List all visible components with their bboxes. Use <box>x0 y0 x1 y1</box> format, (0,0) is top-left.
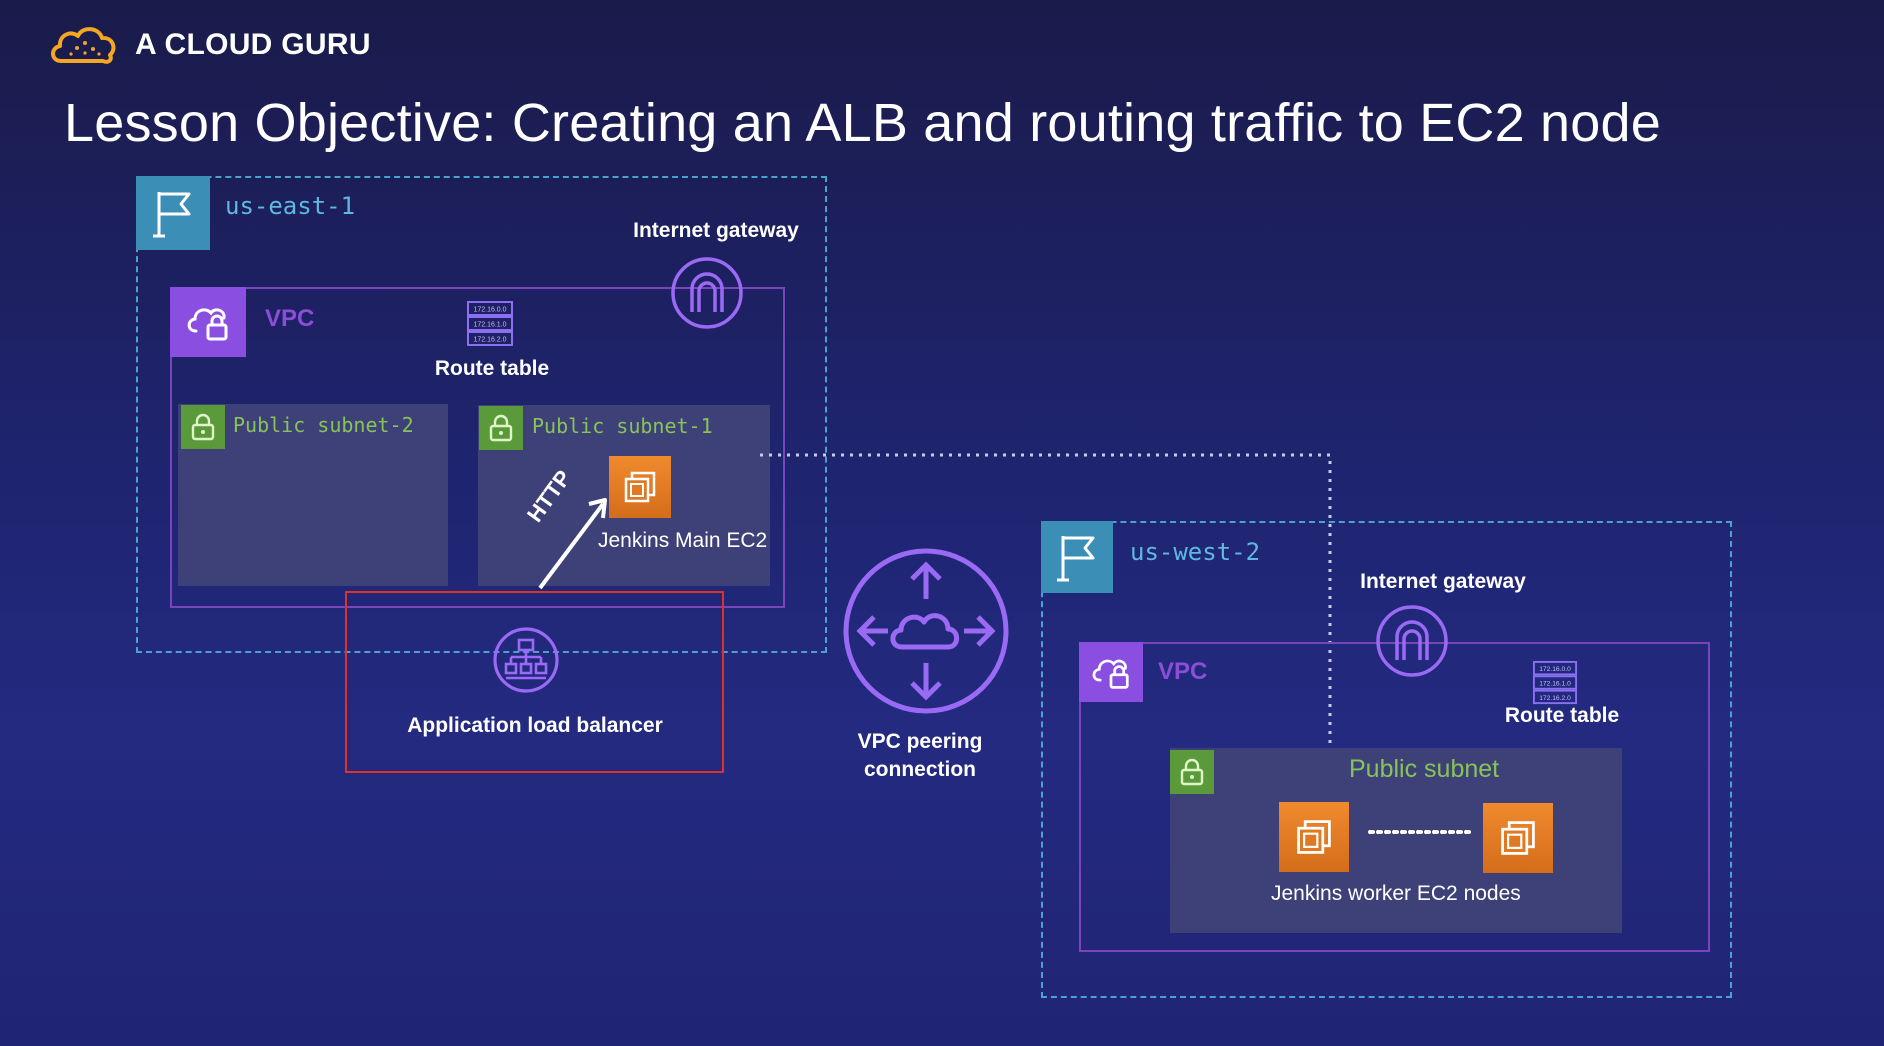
ec2-chip-icon <box>1297 820 1331 854</box>
route-entry-text: 172.16.2.0 <box>473 337 506 344</box>
region-us-west-2 <box>1041 521 1732 998</box>
cloud-logo-icon <box>51 27 116 64</box>
brand-name: A CLOUD GURU <box>135 28 371 61</box>
region-us-east-1 <box>136 176 827 653</box>
ec2-chip-icon <box>1501 821 1535 855</box>
alb-highlight-box <box>345 591 724 773</box>
internet-gateway-icon <box>1376 605 1448 677</box>
page-title: Lesson Objective: Creating an ALB and ro… <box>64 93 1661 153</box>
route-table-icon: 172.16.0.0 172.16.1.0 172.16.2.0 <box>1532 660 1578 705</box>
vpc-peering-label-line2: connection <box>863 758 976 781</box>
route-entry-text: 172.16.0.0 <box>473 307 506 314</box>
vpc-label-west: VPC <box>1158 658 1208 685</box>
route-table-icon: 172.16.0.0 172.16.1.0 172.16.2.0 <box>467 301 513 346</box>
cloud-lock-icon <box>1092 659 1129 689</box>
subnet-label-2: Public subnet-2 <box>233 413 414 437</box>
region-label-west: us-west-2 <box>1130 538 1261 566</box>
lock-icon <box>181 405 225 449</box>
region-label-east: us-east-1 <box>225 192 356 220</box>
internet-gateway-label-west: Internet gateway <box>1360 570 1526 593</box>
ec2-chip-icon <box>624 471 656 503</box>
route-entry-text: 172.16.0.0 <box>1539 666 1571 673</box>
brand: A CLOUD GURU <box>47 20 371 70</box>
lock-icon <box>1170 750 1214 794</box>
flag-icon <box>1057 536 1095 582</box>
vpc-peering-icon <box>843 548 1009 714</box>
region-flag-icon <box>1041 521 1113 593</box>
route-entry-text: 172.16.1.0 <box>1539 680 1571 687</box>
jenkins-main-ec2-icon <box>609 456 671 518</box>
jenkins-worker-ec2-icon <box>1483 803 1553 873</box>
internet-gateway-icon <box>671 257 743 329</box>
vpc-badge-west <box>1079 642 1143 702</box>
load-balancer-icon <box>493 627 559 693</box>
jenkins-worker-ec2-icon <box>1279 802 1349 872</box>
region-flag-icon <box>136 176 210 250</box>
http-arrow <box>538 498 607 590</box>
jenkins-main-ec2-label: Jenkins Main EC2 <box>598 529 768 552</box>
vpc-peering-label-line1: VPC peering <box>857 730 983 753</box>
vpc-label-east: VPC <box>265 305 315 332</box>
internet-gateway-label-east: Internet gateway <box>633 219 799 242</box>
lock-icon <box>479 406 523 450</box>
route-table-label-east: Route table <box>434 357 550 380</box>
cloud-lock-icon <box>187 308 228 341</box>
alb-label: Application load balancer <box>407 714 663 737</box>
vpc-east <box>170 287 785 608</box>
route-entry-text: 172.16.1.0 <box>473 322 506 329</box>
route-table-label-west: Route table <box>1504 704 1620 727</box>
vpc-west <box>1079 642 1710 952</box>
route-entry-text: 172.16.2.0 <box>1539 695 1571 702</box>
subnet-label-1: Public subnet-1 <box>532 414 713 438</box>
flag-icon <box>153 192 191 238</box>
jenkins-worker-ec2-label: Jenkins worker EC2 nodes <box>1271 882 1521 905</box>
vpc-badge-east <box>170 287 246 357</box>
subnet-label-west: Public subnet <box>1349 755 1500 783</box>
worker-dotted-line <box>1368 830 1472 834</box>
